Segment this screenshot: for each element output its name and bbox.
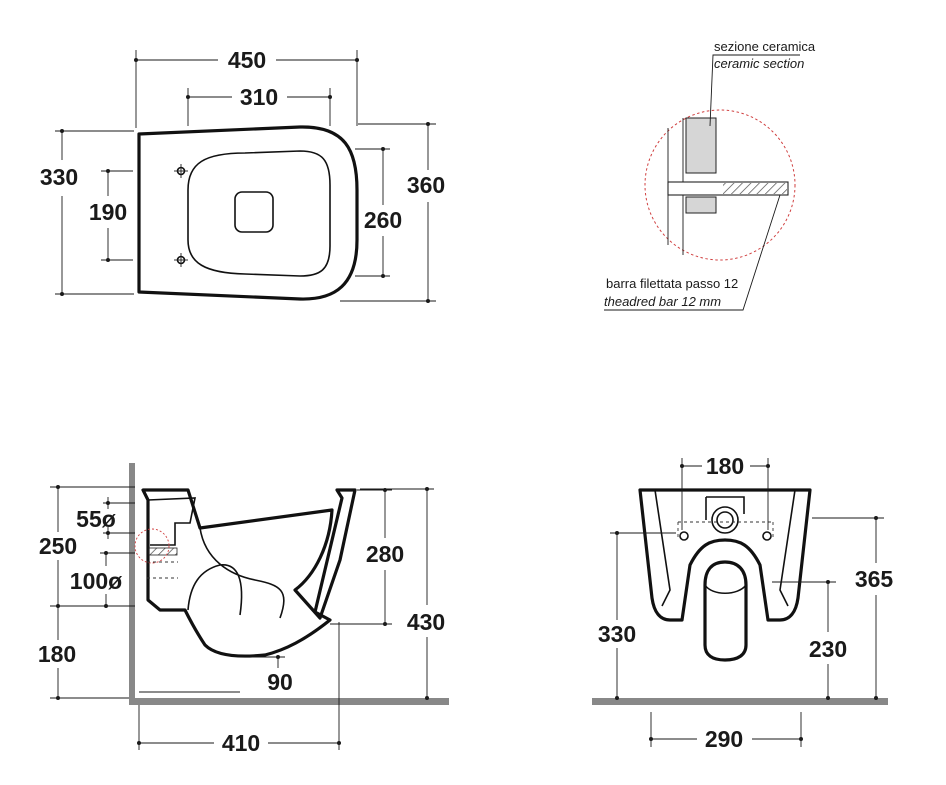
- side-floor: [129, 698, 449, 705]
- dim-410: 410: [137, 622, 341, 756]
- dim-290: 290: [649, 712, 803, 752]
- dim-450-label: 450: [228, 47, 266, 73]
- dim-190-label: 190: [89, 199, 127, 225]
- dim-55-label: 55ø: [76, 506, 116, 532]
- dim-330-front: 330: [598, 531, 676, 700]
- side-view-bowl: [141, 488, 357, 658]
- dim-180-side: 180: [38, 606, 129, 700]
- dim-410-label: 410: [222, 730, 260, 756]
- dim-330-top: 330: [40, 129, 134, 296]
- bar-label-en: theadred bar 12 mm: [604, 294, 721, 309]
- dim-250-label: 250: [39, 533, 77, 559]
- dim-310: 310: [186, 84, 332, 126]
- top-view: 450 310 330 190: [40, 47, 445, 303]
- fixing-hole-upper: [174, 164, 188, 178]
- dim-260-label: 260: [364, 207, 402, 233]
- dim-55: 55ø: [76, 497, 135, 539]
- side-view: 55ø 250 100ø 180: [38, 463, 449, 756]
- dim-230: 230: [772, 580, 847, 700]
- dim-100: 100ø: [70, 551, 135, 608]
- front-outlet: [703, 560, 748, 662]
- top-view-outline: [137, 125, 359, 301]
- bar-label-it: barra filettata passo 12: [606, 276, 738, 291]
- dim-90-label: 90: [267, 669, 293, 695]
- dim-360: 360: [340, 122, 445, 303]
- dim-100-label: 100ø: [70, 568, 122, 594]
- dim-310-label: 310: [240, 84, 278, 110]
- dim-190: 190: [89, 169, 133, 262]
- dim-330-top-label: 330: [40, 164, 78, 190]
- front-view: 180 330 365 230: [592, 453, 893, 752]
- dim-450: 450: [134, 47, 359, 128]
- dim-260: 260: [355, 147, 402, 278]
- dim-180-side-label: 180: [38, 641, 76, 667]
- dim-290-label: 290: [705, 726, 743, 752]
- top-view-flush-square: [234, 191, 274, 233]
- dim-430: 430: [360, 487, 445, 700]
- dim-180-front-label: 180: [706, 453, 744, 479]
- top-view-seat-opening: [187, 150, 331, 277]
- dim-180-front: 180: [680, 453, 770, 530]
- dim-230-label: 230: [809, 636, 847, 662]
- front-flush-inlet: [711, 506, 739, 534]
- side-wall: [129, 463, 135, 703]
- section-label-it: sezione ceramica: [714, 39, 816, 54]
- detail-circle: [644, 109, 796, 261]
- front-floor: [592, 698, 888, 705]
- fixing-hole-lower: [174, 253, 188, 267]
- ceramic-section: [685, 117, 717, 174]
- dim-360-label: 360: [407, 172, 445, 198]
- fixing-detail: sezione ceramica ceramic section barra f…: [604, 39, 816, 311]
- dim-330-front-label: 330: [598, 621, 636, 647]
- dim-365-label: 365: [855, 566, 894, 592]
- dim-90: 90: [250, 655, 293, 695]
- section-label-en: ceramic section: [714, 56, 804, 71]
- front-view-body: [638, 488, 812, 622]
- dim-280: 280: [330, 488, 404, 626]
- dim-430-label: 430: [407, 609, 445, 635]
- dim-280-label: 280: [366, 541, 404, 567]
- dim-365: 365: [812, 516, 893, 700]
- dim-250: 250: [39, 485, 135, 608]
